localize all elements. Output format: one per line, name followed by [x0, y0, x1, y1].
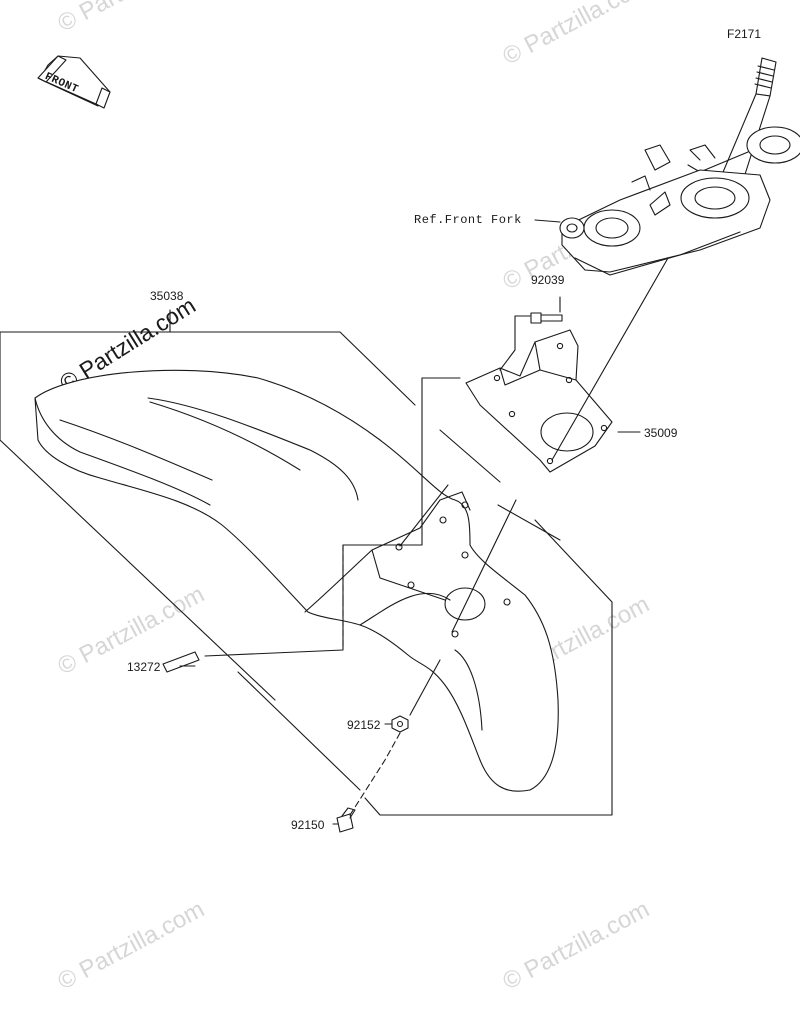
front-fork-assembly [559, 57, 800, 276]
part-number-plate[interactable]: 13272 [127, 660, 161, 674]
bolt-part [530, 312, 563, 324]
part-number-bracket[interactable]: 35009 [644, 426, 678, 440]
ref-front-fork-label: Ref.Front Fork [414, 213, 522, 227]
part-number-nut[interactable]: 92152 [347, 718, 381, 732]
front-fender-part [34, 369, 559, 792]
bracket-part [465, 329, 613, 473]
figure-code: F2171 [727, 27, 762, 41]
plate-part [162, 651, 200, 673]
part-number-bolt-top[interactable]: 92039 [531, 273, 565, 287]
lower-bolt-part [336, 807, 356, 833]
leader-lines [0, 219, 669, 825]
nut-part [391, 715, 409, 733]
part-number-bolt-bottom[interactable]: 92150 [291, 818, 325, 832]
part-number-fender[interactable]: 35038 [150, 289, 184, 303]
front-arrow-icon [37, 55, 111, 109]
